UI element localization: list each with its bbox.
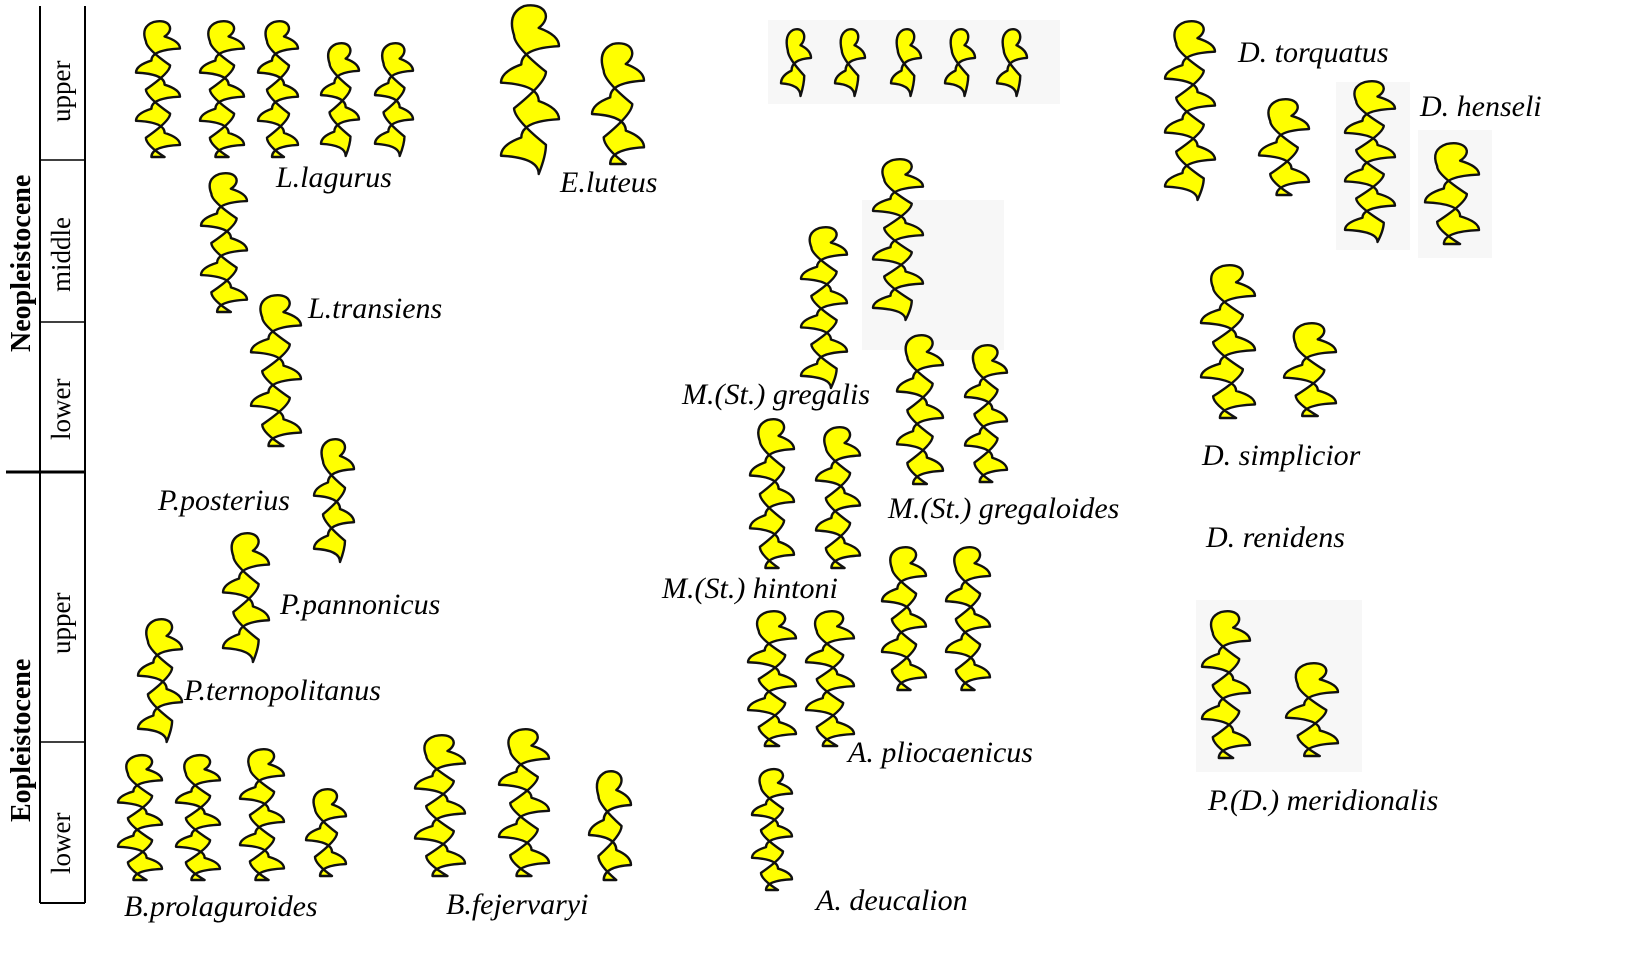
molar-lagurus-4 (375, 43, 413, 156)
label-l-transiens: L.transiens (308, 294, 442, 324)
molar-meridionalis-32 (1202, 611, 1250, 758)
molar-meridionalis-33 (1286, 663, 1338, 756)
label-d-simplicior: D. simplicior (1202, 441, 1360, 471)
molar-henseli-15 (1425, 143, 1479, 244)
sub-neo-lower: lower (48, 379, 75, 440)
molar-simplicior-20 (1201, 265, 1255, 418)
molar-hintoni-26 (816, 427, 860, 568)
molar-top-series-11 (997, 29, 1027, 96)
molar-transiens-16 (201, 173, 247, 312)
molar-hintoni-25 (750, 419, 794, 568)
molar-luteus-6 (592, 43, 644, 164)
label-b-prolaguroides: B.prolaguroides (124, 892, 318, 922)
sub-neo-upper: upper (48, 61, 75, 122)
molar-fejervaryi-40 (499, 729, 549, 876)
molar-deucalion-42 (752, 769, 792, 890)
molar-pliocaenicus-b-30 (748, 611, 796, 746)
label-a-pliocaenicus: A. pliocaenicus (848, 738, 1033, 768)
molar-pannonicus-27 (223, 533, 269, 662)
molar-prolaguroides-37 (240, 749, 284, 880)
molar-lagurus-0 (136, 21, 180, 157)
molar-gregaloides-24 (965, 345, 1007, 482)
label-b-fejervaryi: B.fejervaryi (446, 890, 588, 920)
molar-simplicior-21 (1284, 323, 1336, 416)
molar-pliocaenicus-b-31 (806, 611, 854, 746)
label-p-pannonicus: P.pannonicus (280, 590, 440, 620)
sub-neo-middle: middle (48, 217, 75, 292)
label-p-posterius: P.posterius (158, 486, 290, 516)
molar-gregaloides-23 (897, 335, 943, 484)
molar-top-series-9 (891, 29, 921, 96)
molar-lagurus-2 (258, 21, 298, 157)
epoch-neopleistocene: Neopleistocene (8, 175, 36, 352)
sub-eo-lower: lower (48, 813, 75, 874)
molar-torquatus-12 (1165, 21, 1215, 200)
label-p-meridionalis: P.(D.) meridionalis (1208, 786, 1438, 816)
molar-gregalis-b-18 (873, 159, 923, 320)
label-p-ternopolitanus: P.ternopolitanus (184, 676, 381, 706)
label-a-deucalion: A. deucalion (816, 886, 968, 916)
molar-lagurus-1 (200, 21, 244, 157)
molar-henseli-14 (1345, 81, 1395, 242)
label-d-renidens: D. renidens (1206, 523, 1345, 553)
molar-posterius-22 (314, 439, 354, 562)
molar-pliocaenicus-a-28 (882, 547, 926, 690)
molar-posterius-stage-19 (251, 295, 301, 446)
label-e-luteus: E.luteus (560, 168, 658, 198)
molar-ternopolitanus-34 (138, 619, 182, 742)
epoch-eopleistocene: Eopleistocene (8, 659, 36, 822)
molar-prolaguroides-36 (176, 755, 220, 880)
molar-luteus-5 (501, 5, 559, 174)
sub-eo-upper: upper (48, 593, 75, 654)
label-d-henseli: D. henseli (1420, 92, 1542, 122)
molar-fejervaryi-41 (589, 771, 631, 880)
molar-pliocaenicus-a-29 (946, 547, 990, 690)
molar-fejervaryi-39 (415, 735, 465, 876)
label-d-torquatus: D. torquatus (1238, 38, 1389, 68)
molar-torquatus-13 (1259, 99, 1309, 195)
label-l-lagurus: L.lagurus (276, 163, 392, 193)
label-m-hintoni: M.(St.) hintoni (662, 574, 838, 604)
label-m-gregalis: M.(St.) gregalis (682, 380, 870, 410)
molar-prolaguroides-38 (306, 789, 346, 876)
molar-lagurus-3 (321, 43, 359, 156)
molar-gregalis-a-17 (801, 227, 847, 388)
molar-top-series-7 (781, 29, 811, 96)
molar-prolaguroides-35 (118, 755, 162, 880)
label-m-gregaloides: M.(St.) gregaloides (888, 494, 1119, 524)
molar-top-series-10 (945, 29, 975, 96)
molar-top-series-8 (835, 29, 865, 96)
